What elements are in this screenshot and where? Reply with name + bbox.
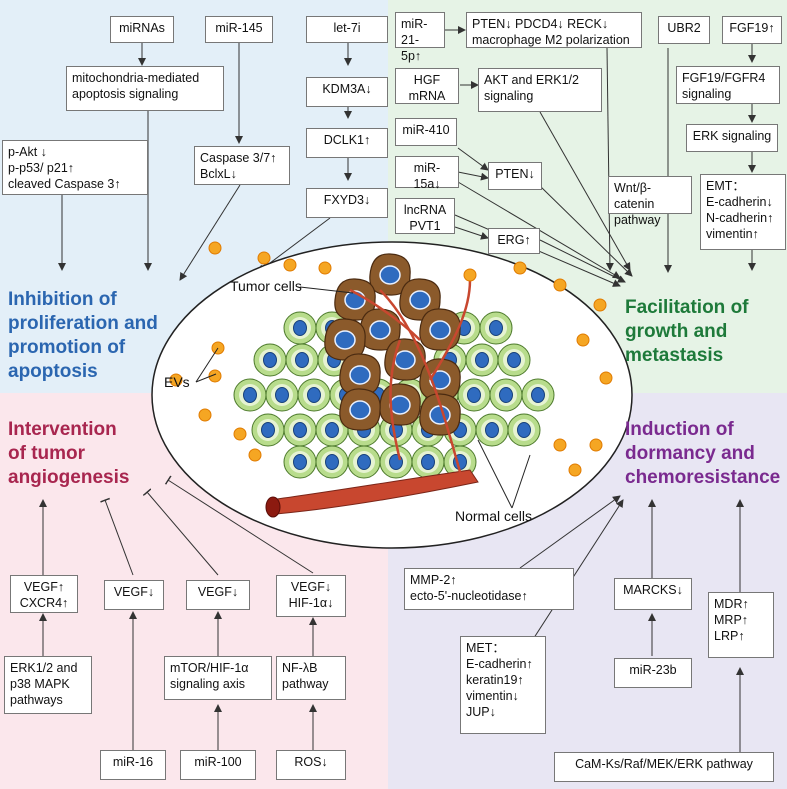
box-mirnas: miRNAs xyxy=(110,16,174,43)
box-mir100: miR-100 xyxy=(180,750,256,780)
title-angiogenesis: Intervention of tumor angiogenesis xyxy=(8,419,130,488)
box-fgf19: FGF19↑ xyxy=(722,16,782,44)
normal-cell xyxy=(283,413,317,447)
title-dormancy: Induction of dormancy and chemoresistanc… xyxy=(625,419,781,488)
normal-cell xyxy=(285,343,319,377)
box-mir16: miR-16 xyxy=(100,750,166,780)
box-emt: EMT： E-cadherin↓ N-cadherin↑ vimentin↑ xyxy=(700,174,786,250)
normal-cell xyxy=(411,445,445,479)
box-mtor: mTOR/HIF-1α signaling axis xyxy=(164,656,272,700)
title-facilitation: Facilitation of growth and metastasis xyxy=(625,297,749,366)
ev-particle xyxy=(553,438,567,452)
normal-cell xyxy=(507,413,541,447)
ev-particle xyxy=(318,261,332,275)
normal-cell xyxy=(475,413,509,447)
label-normal-cells: Normal cells xyxy=(455,508,533,524)
box-vegf-cxcr4: VEGF↑ CXCR4↑ xyxy=(10,575,78,613)
box-dclk1: DCLK1↑ xyxy=(306,128,388,158)
ev-particle xyxy=(257,251,271,265)
box-mir23b: miR-23b xyxy=(614,658,692,688)
tumor-cell xyxy=(419,358,461,401)
ev-particle xyxy=(208,241,222,255)
box-mir410: miR-410 xyxy=(395,118,457,146)
normal-cell xyxy=(253,343,287,377)
box-vegf-2: VEGF↓ xyxy=(186,580,250,610)
tumor-cell xyxy=(399,278,441,321)
tumor-cell xyxy=(379,383,421,426)
box-mir21: miR- 21-5p↑ xyxy=(395,12,445,63)
box-vegf-1: VEGF↓ xyxy=(104,580,164,610)
box-nfkb: NF-λB pathway xyxy=(276,656,346,700)
normal-cell xyxy=(283,445,317,479)
tumor-cell xyxy=(419,393,461,436)
normal-cell xyxy=(497,343,531,377)
ev-particle xyxy=(463,268,477,282)
box-akt-p53: p-Akt ↓ p-p53/ p21↑ cleaved Caspase 3↑ xyxy=(2,140,148,195)
box-marcks: MARCKS↓ xyxy=(614,578,692,610)
ev-particle xyxy=(568,463,582,477)
normal-cell xyxy=(479,311,513,345)
tumor-cell xyxy=(369,253,411,296)
normal-cell xyxy=(457,378,491,412)
normal-cell xyxy=(283,311,317,345)
box-fxyd3: FXYD3↓ xyxy=(306,188,388,218)
label-tumor-cells: Tumor cells xyxy=(230,278,302,294)
ev-particle xyxy=(208,369,222,383)
ev-particle xyxy=(248,448,262,462)
normal-cell xyxy=(265,378,299,412)
tumor-cell xyxy=(359,308,401,351)
box-met: MET： E-cadherin↑ keratin19↑ vimentin↓ JU… xyxy=(460,636,546,734)
box-ros: ROS↓ xyxy=(276,750,346,780)
label-evs: EVs xyxy=(164,374,190,390)
normal-cell xyxy=(489,378,523,412)
tumor-cell xyxy=(339,388,381,431)
box-vegf-hif: VEGF↓ HIF-1α↓ xyxy=(276,575,346,617)
box-pten: PTEN↓ xyxy=(488,162,542,190)
box-mir145: miR-145 xyxy=(205,16,273,43)
box-wnt: Wnt/β-catenin pathway xyxy=(608,176,692,227)
ev-particle xyxy=(169,373,183,387)
box-camk: CaM-Ks/Raf/MEK/ERK pathway xyxy=(554,752,774,782)
normal-cell xyxy=(347,445,381,479)
tumor-cell xyxy=(324,318,366,361)
normal-cell xyxy=(251,413,285,447)
normal-cell xyxy=(465,343,499,377)
ev-particle xyxy=(233,427,247,441)
ev-particle xyxy=(593,298,607,312)
title-inhibition: Inhibition of proliferation and promotio… xyxy=(8,289,158,382)
normal-cell xyxy=(315,413,349,447)
box-kdm3a: KDM3A↓ xyxy=(306,77,388,107)
ev-particle xyxy=(513,261,527,275)
box-lncrna: lncRNA PVT1 xyxy=(395,198,455,234)
box-mito-apoptosis: mitochondria-mediated apoptosis signalin… xyxy=(66,66,224,111)
box-mmp2: MMP-2↑ ecto-5'-nucleotidase↑ xyxy=(404,568,574,610)
ev-particle xyxy=(553,278,567,292)
box-erk-signaling: ERK signaling xyxy=(686,124,778,152)
box-caspase: Caspase 3/7↑ BclxL↓ xyxy=(194,146,290,185)
normal-cell xyxy=(315,445,349,479)
normal-cell xyxy=(297,378,331,412)
box-fgfr4: FGF19/FGFR4 signaling xyxy=(676,66,780,104)
box-hgf: HGF mRNA xyxy=(395,68,459,104)
box-mir15a: miR-15a↓ xyxy=(395,156,459,191)
normal-cell xyxy=(379,445,413,479)
box-let7i: let-7i xyxy=(306,16,388,43)
box-ubr2: UBR2 xyxy=(658,16,710,44)
tumor-cell xyxy=(339,353,381,396)
tumor-illustration xyxy=(151,241,633,549)
normal-cell xyxy=(233,378,267,412)
normal-cell xyxy=(521,378,555,412)
box-erg: ERG↑ xyxy=(488,228,540,254)
box-pten-group: PTEN↓ PDCD4↓ RECK↓ macrophage M2 polariz… xyxy=(466,12,642,48)
box-mdr: MDR↑ MRP↑ LRP↑ xyxy=(708,592,774,658)
ev-particle xyxy=(589,438,603,452)
ev-particle xyxy=(283,258,297,272)
ev-particle xyxy=(599,371,613,385)
ev-particle xyxy=(198,408,212,422)
ev-particle xyxy=(576,333,590,347)
box-akt-erk: AKT and ERK1/2 signaling xyxy=(478,68,602,112)
tumor-cell xyxy=(419,308,461,351)
box-erk-p38: ERK1/2 and p38 MAPK pathways xyxy=(4,656,92,714)
